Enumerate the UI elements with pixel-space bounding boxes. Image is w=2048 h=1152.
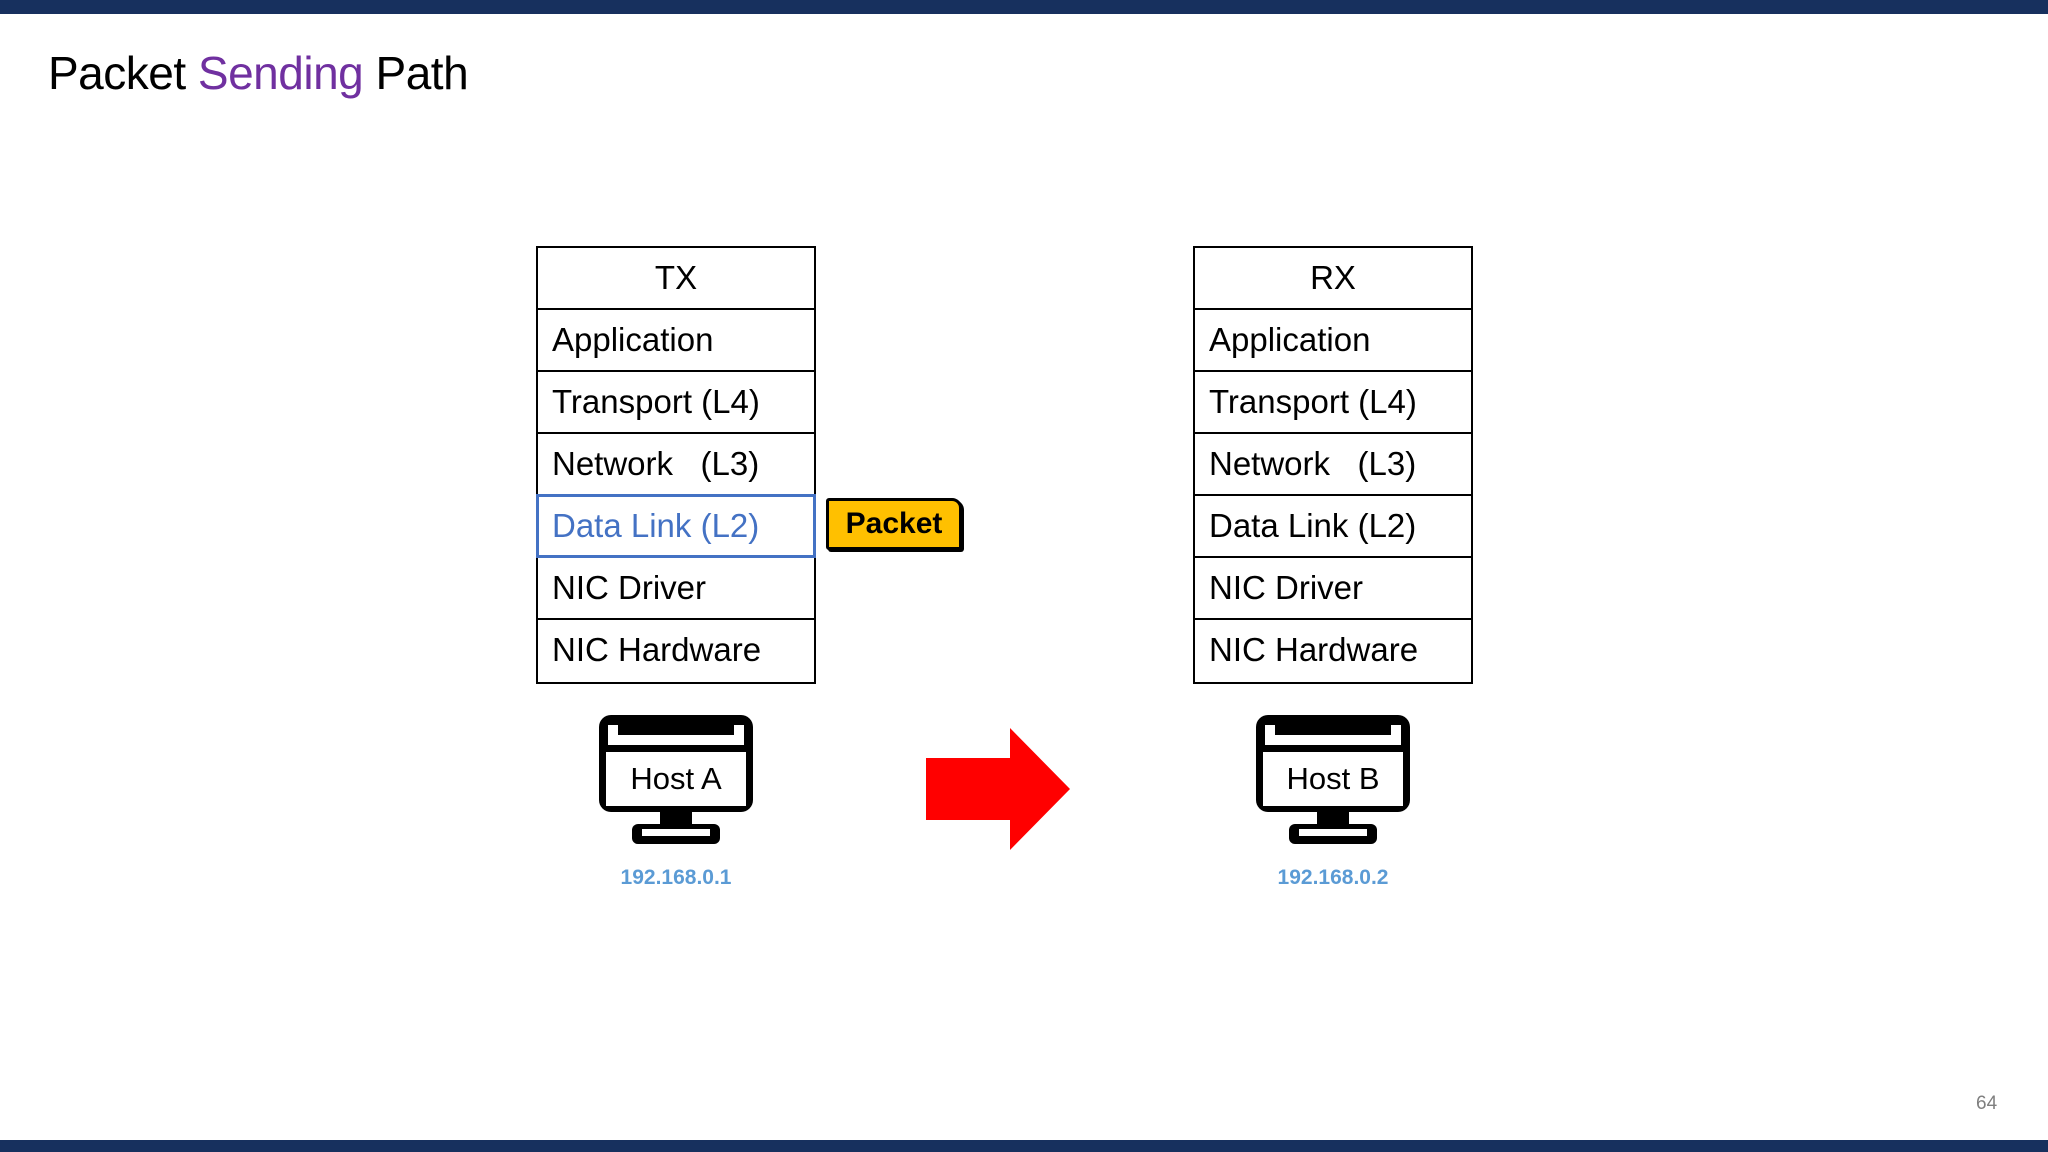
page-number: 64 [1976, 1093, 1998, 1114]
computer-monitor-icon [1256, 715, 1410, 844]
tx-layer-network: Network (L3) [538, 434, 814, 496]
title-part2: Path [375, 47, 469, 99]
tx-layer-transport: Transport (L4) [538, 372, 814, 434]
tx-layer-data-link: Data Link (L2) [536, 494, 816, 558]
host-a-ip: 192.168.0.1 [620, 866, 732, 889]
host-b-ip: 192.168.0.2 [1277, 866, 1389, 889]
rx-layer-transport: Transport (L4) [1195, 372, 1471, 434]
host-a-label: Host A [630, 761, 722, 796]
rx-layer-data-link: Data Link (L2) [1195, 496, 1471, 558]
tx-header: TX [538, 248, 814, 310]
rx-layer-network: Network (L3) [1195, 434, 1471, 496]
rx-header: RX [1195, 248, 1471, 310]
bottom-bar [0, 1140, 2048, 1152]
rx-layer-nic-hardware: NIC Hardware [1209, 631, 1419, 668]
tx-layer-nic-driver: NIC Driver [538, 558, 814, 620]
packet-badge: Packet [826, 498, 962, 550]
tx-layer-application: Application [538, 310, 814, 372]
slide-title: Packet Sending Path [48, 46, 469, 100]
rx-layer-nic-driver: NIC Driver [1195, 558, 1471, 620]
title-accent: Sending [197, 47, 364, 99]
title-part1: Packet [48, 47, 186, 99]
tx-layer-nic-hardware: NIC Hardware [552, 631, 762, 668]
rx-stack: RX Application Transport (L4) Network (L… [1193, 246, 1473, 684]
host-a: Host A [596, 712, 756, 847]
host-b: Host B [1253, 712, 1413, 847]
top-bar [0, 0, 2048, 14]
computer-monitor-icon [599, 715, 753, 844]
right-arrow-icon [926, 728, 1070, 850]
rx-layer-application: Application [1195, 310, 1471, 372]
tx-stack: TX Application Transport (L4) Network (L… [536, 246, 816, 684]
host-b-label: Host B [1286, 761, 1380, 796]
